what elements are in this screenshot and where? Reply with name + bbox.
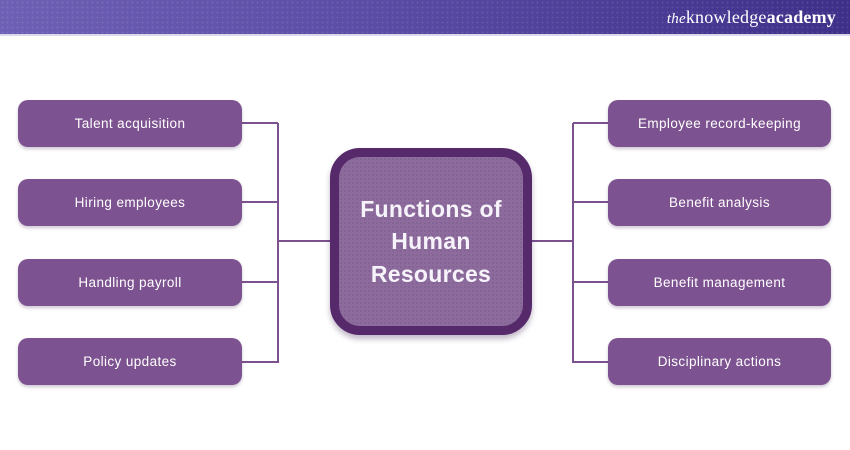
center-right-connector (532, 240, 573, 242)
node-disciplinary-actions: Disciplinary actions (608, 338, 831, 385)
node-hiring-employees: Hiring employees (18, 179, 242, 226)
node-benefit-management: Benefit management (608, 259, 831, 306)
node-label: Benefit analysis (669, 195, 770, 210)
diagram-title: Functions of Human Resources (360, 196, 502, 287)
top-banner: theknowledgeacademy (0, 0, 850, 36)
node-label: Handling payroll (78, 275, 182, 290)
right-connector-stub-2 (573, 201, 608, 203)
node-label: Benefit management (653, 275, 786, 290)
left-connector-spine (277, 123, 279, 363)
node-handling-payroll: Handling payroll (18, 259, 242, 306)
left-connector-stub-1 (242, 122, 278, 124)
node-talent-acquisition: Talent acquisition (18, 100, 242, 147)
left-connector-stub-3 (242, 281, 278, 283)
central-node-functions-of-hr: Functions of Human Resources (330, 148, 532, 335)
right-connector-stub-3 (573, 281, 608, 283)
node-employee-record-keeping: Employee record-keeping (608, 100, 831, 147)
node-label: Hiring employees (74, 195, 186, 210)
center-left-connector (278, 240, 330, 242)
node-label: Disciplinary actions (657, 354, 782, 369)
node-policy-updates: Policy updates (18, 338, 242, 385)
logo-academy: academy (766, 6, 836, 27)
node-label: Employee record-keeping (637, 116, 802, 131)
logo-the: the (666, 10, 686, 27)
left-connector-stub-4 (242, 361, 278, 363)
node-label: Talent acquisition (74, 116, 186, 131)
knowledge-academy-logo: theknowledgeacademy (667, 7, 836, 28)
logo-knowledge: knowledge (685, 6, 767, 27)
left-connector-stub-2 (242, 201, 278, 203)
node-label: Policy updates (83, 354, 177, 369)
right-connector-stub-4 (573, 361, 608, 363)
node-benefit-analysis: Benefit analysis (608, 179, 831, 226)
right-connector-stub-1 (573, 122, 608, 124)
right-connector-spine (572, 123, 574, 363)
